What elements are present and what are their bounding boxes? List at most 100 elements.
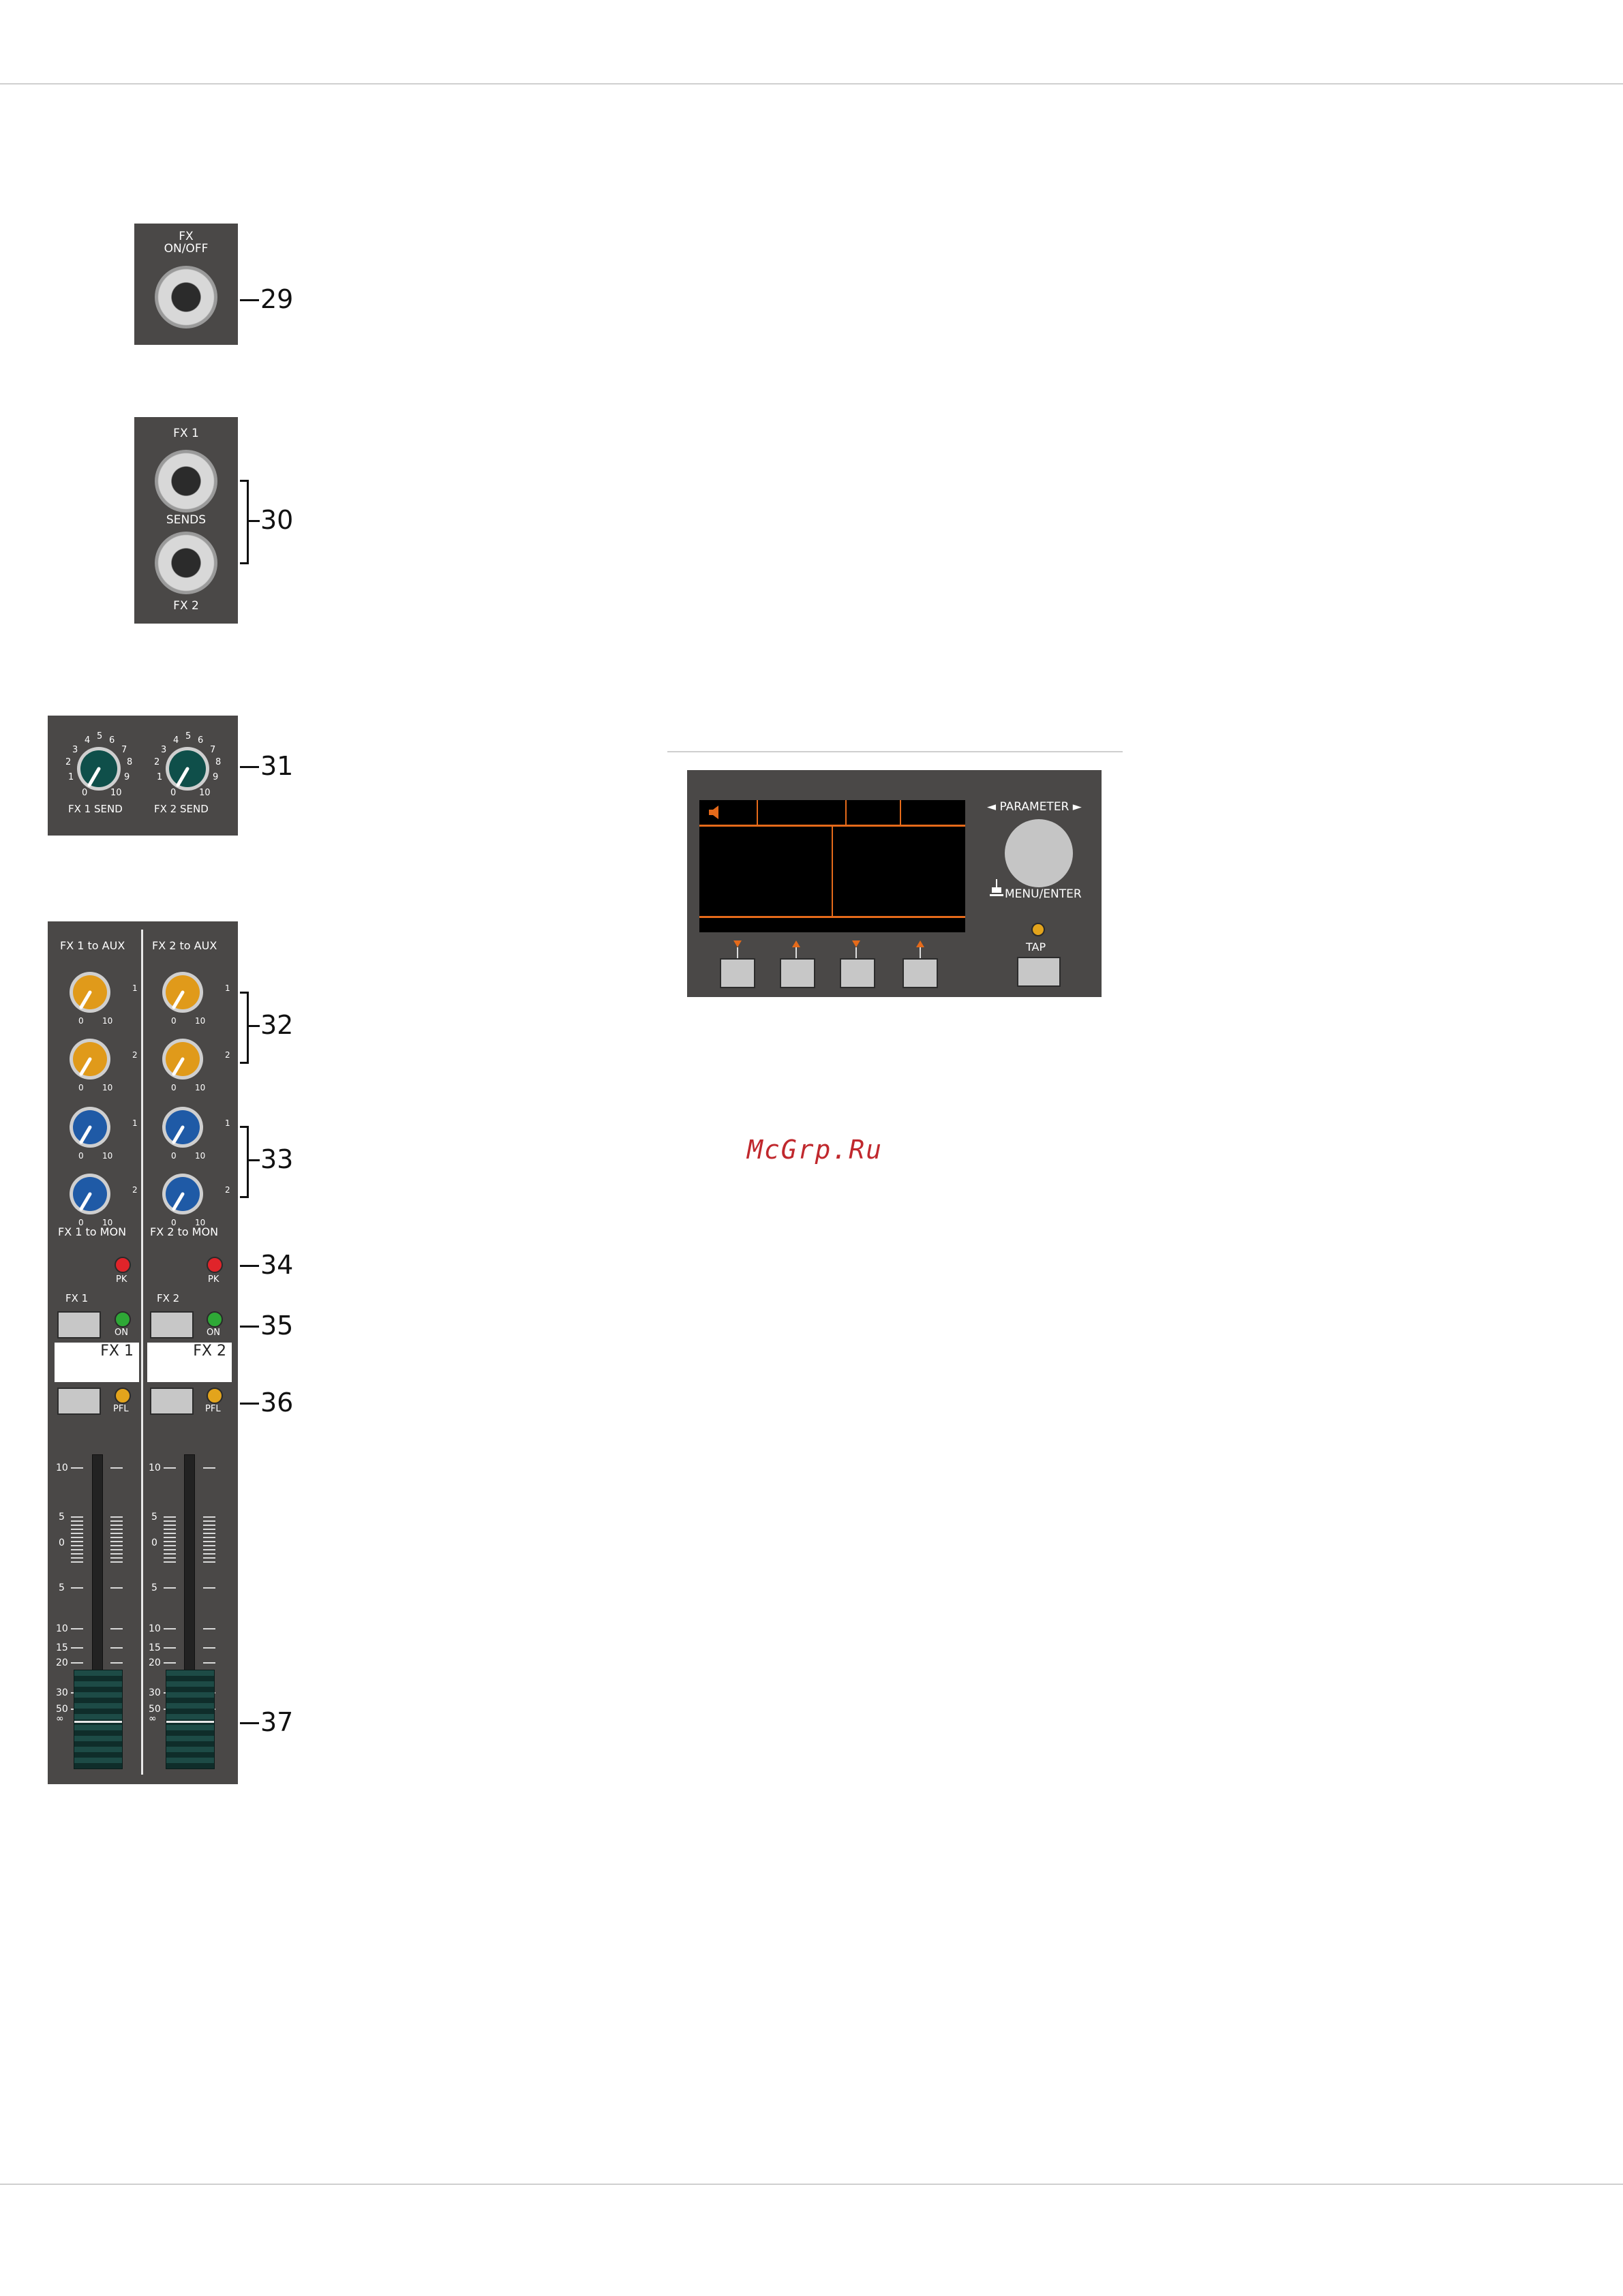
ch2-scale-10b: 10: [149, 1623, 161, 1634]
ch1-aux-label: FX 1 to AUX: [60, 939, 125, 952]
ch2-on-led: [207, 1311, 223, 1328]
ch2-aux1-knob[interactable]: [162, 972, 203, 1013]
fx2-send-knob-label: FX 2 SEND: [154, 803, 209, 815]
watermark: McGrp.Ru: [747, 1135, 883, 1165]
ch1-fader-knob[interactable]: [74, 1670, 123, 1769]
fx-send-knobs-svg: 0 10 0 10 1 2 3 4 5 6 7 8 9 1 2 3 4 5 6 …: [65, 731, 221, 798]
display-main-divider: [832, 825, 833, 916]
ch2-on-button[interactable]: [150, 1311, 194, 1338]
ch2-on-label: ON: [207, 1328, 220, 1338]
push-icon: [990, 879, 1003, 896]
speaker-icon: [709, 806, 718, 819]
ch2-scribble-strip: FX 2: [147, 1343, 232, 1382]
ch2-pk-label: PK: [208, 1274, 219, 1285]
fx-onoff-jack[interactable]: [155, 266, 217, 328]
fx-send-knobs-panel: 0 10 0 10 1 2 3 4 5 6 7 8 9 1 2 3 4 5 6 …: [48, 716, 238, 836]
callout-31-line: [240, 766, 259, 768]
knob-scale-0: 0: [78, 1151, 84, 1161]
ch1-pfl-label: PFL: [113, 1404, 129, 1414]
ch1-scale-15: 15: [56, 1642, 68, 1653]
callout-33-bracket: [240, 1126, 249, 1198]
callout-30: 30: [260, 505, 294, 535]
knob1-scale-7: 7: [121, 745, 127, 755]
knob2-scale-7: 7: [210, 745, 215, 755]
softkey-3[interactable]: [840, 958, 875, 988]
knob1-scale-2: 2: [65, 757, 71, 767]
callout-32-bracket: [240, 992, 249, 1064]
knob1-scale-10: 10: [110, 788, 122, 798]
ch2-pfl-label: PFL: [205, 1404, 221, 1414]
fx1-send-knob-label: FX 1 SEND: [68, 803, 123, 815]
display-tab-sep-1: [757, 800, 758, 825]
softkey-1[interactable]: [720, 958, 755, 988]
ch2-scale-0: 0: [151, 1537, 157, 1548]
display-tab-sep-3: [900, 800, 901, 825]
aux-number-1: 1: [132, 983, 138, 993]
display-header-bar: [699, 800, 965, 827]
ch2-mon-label: FX 2 to MON: [150, 1225, 219, 1238]
fx-onoff-panel: FX ON/OFF: [134, 224, 238, 345]
knob-scale-10: 10: [195, 1218, 205, 1227]
fx1-send-knob[interactable]: [77, 747, 121, 791]
ch1-on-button[interactable]: [57, 1311, 101, 1338]
ch2-scale-15: 15: [149, 1642, 161, 1653]
fx2-send-knob[interactable]: [166, 747, 209, 791]
ch1-mon1-knob[interactable]: [70, 1107, 110, 1148]
knob1-scale-4: 4: [85, 735, 90, 746]
knob1-scale-9: 9: [124, 772, 130, 782]
ch2-pfl-led: [207, 1388, 223, 1404]
ch2-aux-label: FX 2 to AUX: [152, 939, 217, 952]
callout-36: 36: [260, 1388, 294, 1418]
ch2-pfl-button[interactable]: [150, 1388, 194, 1415]
knob-scale-10: 10: [195, 1083, 205, 1092]
callout-36-line: [240, 1403, 259, 1405]
ch1-pk-label: PK: [116, 1274, 127, 1285]
ch1-scale-50: 50: [56, 1704, 68, 1715]
mon-number-1: 1: [132, 1118, 138, 1128]
ch2-scale-5b: 5: [151, 1582, 157, 1593]
callout-35-line: [240, 1326, 259, 1328]
ch2-mon2-knob[interactable]: [162, 1174, 203, 1214]
ch1-scale-10a: 10: [56, 1463, 68, 1473]
ch1-scale-5b: 5: [59, 1582, 65, 1593]
ch1-pk-led: [115, 1257, 131, 1273]
mon-number-1: 1: [225, 1118, 230, 1128]
aux-number-1: 1: [225, 983, 230, 993]
display-footer-rule: [699, 916, 965, 918]
softkey-2[interactable]: [780, 958, 815, 988]
ch1-pfl-button[interactable]: [57, 1388, 101, 1415]
ch1-aux2-knob[interactable]: [70, 1039, 110, 1080]
ch1-on-led: [115, 1311, 131, 1328]
knob1-scale-5: 5: [97, 731, 102, 741]
ch2-scale-5a: 5: [151, 1512, 157, 1522]
knob2-scale-5: 5: [185, 731, 191, 741]
channel-divider: [141, 930, 143, 1775]
ch2-scale-inf: ∞: [149, 1713, 157, 1724]
tap-button[interactable]: [1017, 957, 1061, 987]
fx1-send-jack[interactable]: [155, 450, 217, 512]
ch1-pfl-led: [115, 1388, 131, 1404]
ch2-fader-knob[interactable]: [166, 1670, 215, 1769]
callout-37-line: [240, 1722, 259, 1724]
parameter-encoder[interactable]: [1005, 819, 1073, 887]
knob1-scale-0: 0: [82, 788, 87, 798]
fx2-send-jack[interactable]: [155, 532, 217, 594]
knob-scale-10: 10: [195, 1151, 205, 1161]
ch2-scale-20: 20: [149, 1657, 161, 1668]
ch1-mon2-knob[interactable]: [70, 1174, 110, 1214]
knob1-scale-8: 8: [127, 757, 132, 767]
knob-scale-0: 0: [78, 1083, 84, 1092]
softkey-4[interactable]: [902, 958, 938, 988]
ch1-scale-30: 30: [56, 1687, 68, 1698]
ch2-mon1-knob[interactable]: [162, 1107, 203, 1148]
ch2-pk-led: [207, 1257, 223, 1273]
ch2-aux2-knob[interactable]: [162, 1039, 203, 1080]
parameter-label: ◄ PARAMETER ►: [987, 800, 1082, 814]
callout-34-line: [240, 1265, 259, 1267]
callout-32: 32: [260, 1010, 294, 1040]
fx-onoff-label-2: ON/OFF: [164, 242, 209, 256]
knob2-scale-1: 1: [157, 772, 162, 782]
ch1-aux1-knob[interactable]: [70, 972, 110, 1013]
